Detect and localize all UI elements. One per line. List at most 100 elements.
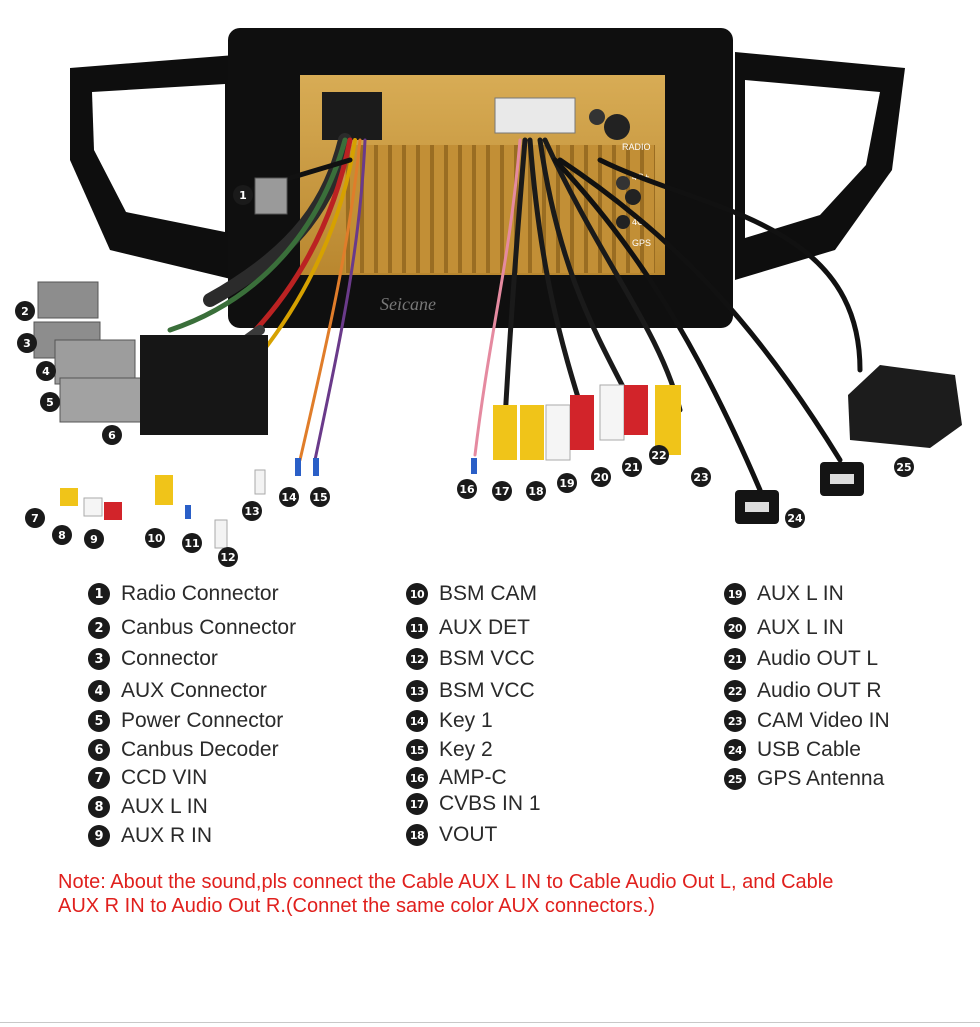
legend-item: 9 AUX R IN: [88, 824, 212, 848]
legend-label: Audio OUT L: [757, 647, 879, 670]
legend-number-badge: 6: [88, 739, 110, 761]
usb-cables: [735, 462, 864, 524]
svg-text:6: 6: [108, 429, 116, 442]
legend-item: 24 USB Cable: [724, 738, 861, 762]
note-line-1: Note: About the sound,pls connect the Ca…: [58, 871, 834, 893]
legend-label: Power Connector: [121, 709, 284, 732]
product-photo: RADIO 4G+ 4G- GPS Seicane: [15, 28, 962, 567]
legend-number-badge: 25: [724, 768, 746, 790]
legend-label: USB Cable: [757, 738, 861, 761]
svg-text:8: 8: [58, 529, 66, 542]
legend-number-badge: 11: [406, 617, 428, 639]
legend-label: AMP-C: [439, 766, 507, 789]
svg-text:7: 7: [31, 512, 39, 525]
legend-number-badge: 16: [406, 767, 428, 789]
legend-item: 15 Key 2: [406, 738, 493, 762]
legend-label: Radio Connector: [121, 582, 279, 605]
svg-text:2: 2: [21, 305, 29, 318]
legend-item: 5 Power Connector: [88, 709, 283, 733]
legend-label: AUX L IN: [757, 616, 844, 639]
legend-item: 11 AUX DET: [406, 616, 530, 640]
legend-number-badge: 24: [724, 739, 746, 761]
svg-text:5: 5: [46, 396, 54, 409]
legend-number-badge: 9: [88, 825, 110, 847]
legend-item: 8 AUX L IN: [88, 795, 208, 819]
svg-text:4: 4: [42, 365, 50, 378]
legend-item: 18 VOUT: [406, 823, 497, 847]
legend-item: 6 Canbus Decoder: [88, 738, 279, 762]
legend-number-badge: 23: [724, 710, 746, 732]
svg-text:20: 20: [593, 471, 609, 484]
svg-text:21: 21: [624, 461, 639, 474]
svg-text:11: 11: [184, 537, 199, 550]
svg-text:13: 13: [244, 505, 259, 518]
legend-label: AUX L IN: [757, 582, 844, 605]
legend-label: VOUT: [439, 823, 498, 846]
svg-text:12: 12: [220, 551, 235, 564]
legend-label: AUX Connector: [121, 679, 267, 702]
legend-number-badge: 8: [88, 796, 110, 818]
watermark: Seicane: [380, 294, 436, 314]
legend-number-badge: 22: [724, 680, 746, 702]
legend-number-badge: 7: [88, 767, 110, 789]
legend-item: 25 GPS Antenna: [724, 767, 884, 791]
legend-label: BSM VCC: [439, 647, 535, 670]
bottom-divider: [0, 1022, 980, 1023]
svg-text:9: 9: [90, 533, 98, 546]
head-unit-chassis: RADIO 4G+ 4G- GPS: [300, 75, 665, 275]
svg-text:18: 18: [528, 485, 543, 498]
svg-text:25: 25: [896, 461, 911, 474]
photo-callouts: 1 2 3 4 5 6 7 8 9 10 11 12 13 14 15 16 1…: [15, 185, 914, 567]
legend-item: 13 BSM VCC: [406, 679, 535, 703]
legend-number-badge: 20: [724, 617, 746, 639]
dash-frame-right-wing: [735, 52, 905, 280]
svg-text:15: 15: [312, 491, 327, 504]
legend-item: 19 AUX L IN: [724, 582, 844, 606]
legend-number-badge: 19: [724, 583, 746, 605]
svg-text:24: 24: [787, 512, 803, 525]
svg-text:14: 14: [281, 491, 297, 504]
svg-text:1: 1: [239, 189, 247, 202]
svg-text:22: 22: [651, 449, 666, 462]
legend-item: 22 Audio OUT R: [724, 679, 882, 703]
legend-label: AUX L IN: [121, 795, 208, 818]
legend-number-badge: 4: [88, 680, 110, 702]
legend-label: CCD VIN: [121, 766, 208, 789]
legend-item: 16 AMP-C: [406, 766, 507, 790]
svg-text:10: 10: [147, 532, 163, 545]
legend-label: BSM CAM: [439, 582, 538, 605]
legend-label: AUX DET: [439, 616, 531, 639]
legend-item: 4 AUX Connector: [88, 679, 267, 703]
legend-number-badge: 15: [406, 739, 428, 761]
right-rca-plugs: [471, 384, 681, 474]
legend-number-badge: 2: [88, 617, 110, 639]
legend-number-badge: 13: [406, 680, 428, 702]
gps-antenna: [848, 365, 962, 448]
svg-text:23: 23: [693, 471, 708, 484]
legend-label: AUX R IN: [121, 824, 213, 847]
legend-label: Connector: [121, 647, 218, 670]
legend-number-badge: 18: [406, 824, 428, 846]
legend-number-badge: 5: [88, 710, 110, 732]
legend-item: 3 Connector: [88, 647, 218, 671]
svg-text:19: 19: [559, 477, 574, 490]
svg-text:17: 17: [494, 485, 509, 498]
legend-label: Audio OUT R: [757, 679, 882, 702]
legend-item: 20 AUX L IN: [724, 616, 844, 640]
svg-text:16: 16: [459, 483, 475, 496]
legend-label: BSM VCC: [439, 679, 535, 702]
radio-port-label: RADIO: [622, 142, 651, 152]
legend-number-badge: 17: [406, 793, 428, 815]
legend-label: Key 2: [439, 738, 493, 761]
legend-number-badge: 3: [88, 648, 110, 670]
legend-number-badge: 1: [88, 583, 110, 605]
legend-label: GPS Antenna: [757, 767, 885, 790]
legend-label: Canbus Decoder: [121, 738, 279, 761]
